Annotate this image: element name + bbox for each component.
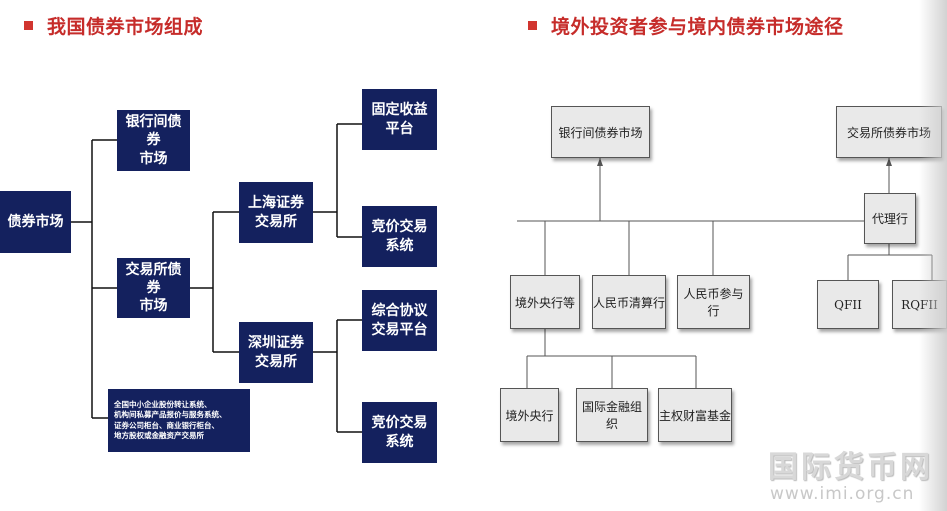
node-shanghai-stock-exchange: 上海证券 交易所 bbox=[239, 182, 313, 243]
watermark-logo-text: 国际货币网 bbox=[768, 450, 933, 485]
page-edge-shadow bbox=[919, 0, 947, 511]
left-heading-text: 我国债券市场组成 bbox=[47, 15, 204, 38]
right-heading: 境外投资者参与境内债券市场途径 bbox=[528, 13, 844, 38]
left-heading: 我国债券市场组成 bbox=[24, 13, 204, 38]
node-fixed-income-platform: 固定收益 平台 bbox=[362, 89, 437, 150]
node-sh-bidding-system: 竞价交易 系统 bbox=[362, 206, 437, 267]
right-heading-text: 境外投资者参与境内债券市场途径 bbox=[551, 15, 844, 38]
node-intl-financial-org: 国际金融组织 bbox=[576, 388, 648, 442]
watermark-url: www.imi.org.cn bbox=[770, 484, 915, 504]
node-sz-bidding-system: 竞价交易 系统 bbox=[362, 402, 437, 463]
node-block-trade-platform: 综合协议 交易平台 bbox=[362, 290, 437, 351]
node-bond-market: 债券市场 bbox=[0, 191, 71, 253]
node-foreign-central-bank: 境外央行 bbox=[500, 388, 559, 442]
bullet-icon bbox=[528, 20, 537, 30]
node-otc-markets: 全国中小企业股份转让系统、 机构间私募产品报价与服务系统、 证券公司柜台、商业银… bbox=[108, 389, 250, 452]
node-shenzhen-stock-exchange: 深圳证券 交易所 bbox=[239, 322, 313, 383]
node-foreign-central-banks-etc: 境外央行等 bbox=[510, 275, 580, 329]
node-rmb-participating-bank: 人民币参与行 bbox=[677, 275, 750, 329]
node-qfii: QFII bbox=[817, 280, 879, 329]
node-rmb-clearing-bank: 人民币清算行 bbox=[592, 275, 666, 329]
node-interbank-market: 银行间债券市场 bbox=[551, 106, 650, 158]
node-interbank-bond-market: 银行间债券 市场 bbox=[117, 110, 190, 171]
node-sovereign-wealth-fund: 主权财富基金 bbox=[658, 388, 732, 442]
node-exchange-bond-market: 交易所债券 市场 bbox=[117, 258, 190, 318]
node-agent-bank: 代理行 bbox=[864, 193, 916, 244]
bullet-icon bbox=[24, 20, 33, 30]
